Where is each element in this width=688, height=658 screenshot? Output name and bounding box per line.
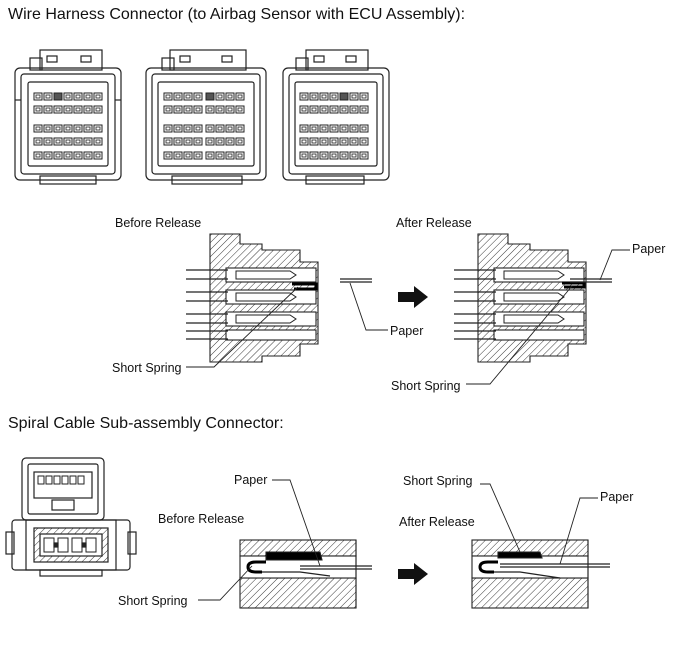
before-release-label: Before Release: [115, 216, 202, 230]
harness-connector-section-after: [454, 233, 630, 385]
short-spring-label: Short Spring: [403, 474, 473, 488]
paper-label: Paper: [600, 490, 634, 504]
spiral-cable-section-before: [198, 479, 372, 609]
connector-front-view-3: [282, 49, 390, 185]
before-release-label: Before Release: [158, 512, 245, 526]
section1-heading: Wire Harness Connector (to Airbag Sensor…: [8, 6, 466, 23]
harness-connector-section-before: [186, 233, 388, 368]
spiral-cable-connector-view: [5, 457, 137, 577]
section2-heading: Spiral Cable Sub-assembly Connector:: [8, 415, 284, 432]
spiral-cable-section-after: [471, 483, 610, 609]
connector-front-view-1: [14, 49, 122, 185]
after-release-label: After Release: [399, 515, 475, 529]
paper-label: Paper: [632, 242, 666, 256]
short-spring-label: Short Spring: [112, 361, 182, 375]
connector-front-view-2: [145, 49, 267, 185]
arrow-icon: [398, 563, 428, 585]
paper-label: Paper: [234, 473, 268, 487]
short-spring-label: Short Spring: [391, 379, 461, 393]
paper-label: Paper: [390, 324, 424, 338]
after-release-label: After Release: [396, 216, 472, 230]
arrow-icon: [398, 286, 428, 308]
short-spring-label: Short Spring: [118, 594, 188, 608]
